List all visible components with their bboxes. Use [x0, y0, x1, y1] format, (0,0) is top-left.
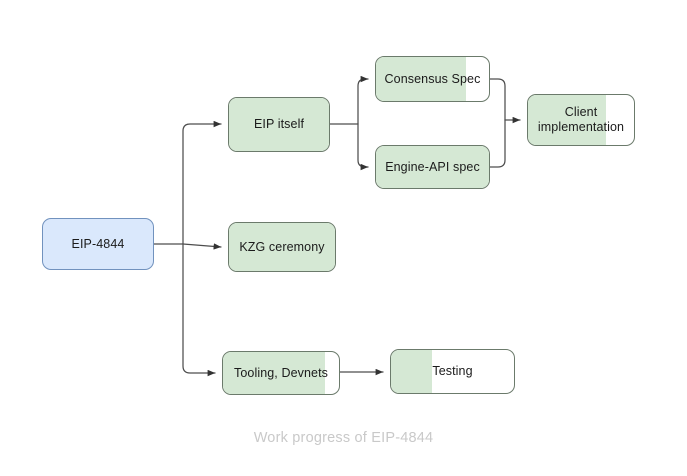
node-label-engine-api-spec: Engine-API spec: [385, 159, 480, 174]
node-eip-4844[interactable]: EIP-4844: [42, 218, 154, 270]
progress-fill-eip-itself: [229, 98, 329, 151]
edge-eip4844-to-kzg-ceremony: [182, 243, 222, 250]
edge-eip-itself-to-consensus-spec: [357, 75, 369, 125]
node-tooling-devnets[interactable]: Tooling, Devnets: [222, 351, 340, 395]
node-consensus-spec[interactable]: Consensus Spec: [375, 56, 490, 102]
node-eip-itself[interactable]: EIP itself: [228, 97, 330, 152]
edge-eip-itself-to-engine-api-spec: [357, 123, 369, 171]
edge-eip4844-to-tooling-devnets: [182, 243, 216, 377]
node-label-eip-4844: EIP-4844: [71, 236, 125, 251]
node-engine-api-spec[interactable]: Engine-API spec: [375, 145, 490, 189]
diagram-caption: Work progress of EIP-4844: [253, 430, 434, 446]
node-label-testing: Testing: [432, 364, 473, 378]
node-kzg-ceremony[interactable]: KZG ceremony: [228, 222, 336, 272]
node-testing[interactable]: Testing: [390, 349, 515, 394]
node-label-consensus-spec: Consensus Spec: [384, 71, 481, 86]
node-label-kzg-ceremony: KZG ceremony: [239, 239, 325, 254]
node-label-tooling-devnets: Tooling, Devnets: [233, 365, 328, 380]
node-client-implementation[interactable]: Client implementation: [527, 94, 635, 146]
progress-fill-testing: [391, 350, 432, 393]
edge-consensus-spec-to-client-implementation: [489, 78, 506, 121]
node-label-client-implementation: Client implementation: [537, 105, 625, 134]
progress-fill-consensus-spec: [376, 57, 467, 101]
progress-fill-kzg-ceremony: [229, 223, 335, 271]
edge-eip4844-to-eip-itself: [182, 120, 222, 245]
progress-fill-engine-api-spec: [376, 146, 489, 188]
edge-engine-api-spec-to-client-implementation: [489, 119, 506, 168]
progress-fill-client-implementation: [528, 95, 607, 145]
node-label-eip-itself: EIP itself: [253, 117, 305, 131]
progress-fill-tooling-devnets: [223, 352, 326, 394]
